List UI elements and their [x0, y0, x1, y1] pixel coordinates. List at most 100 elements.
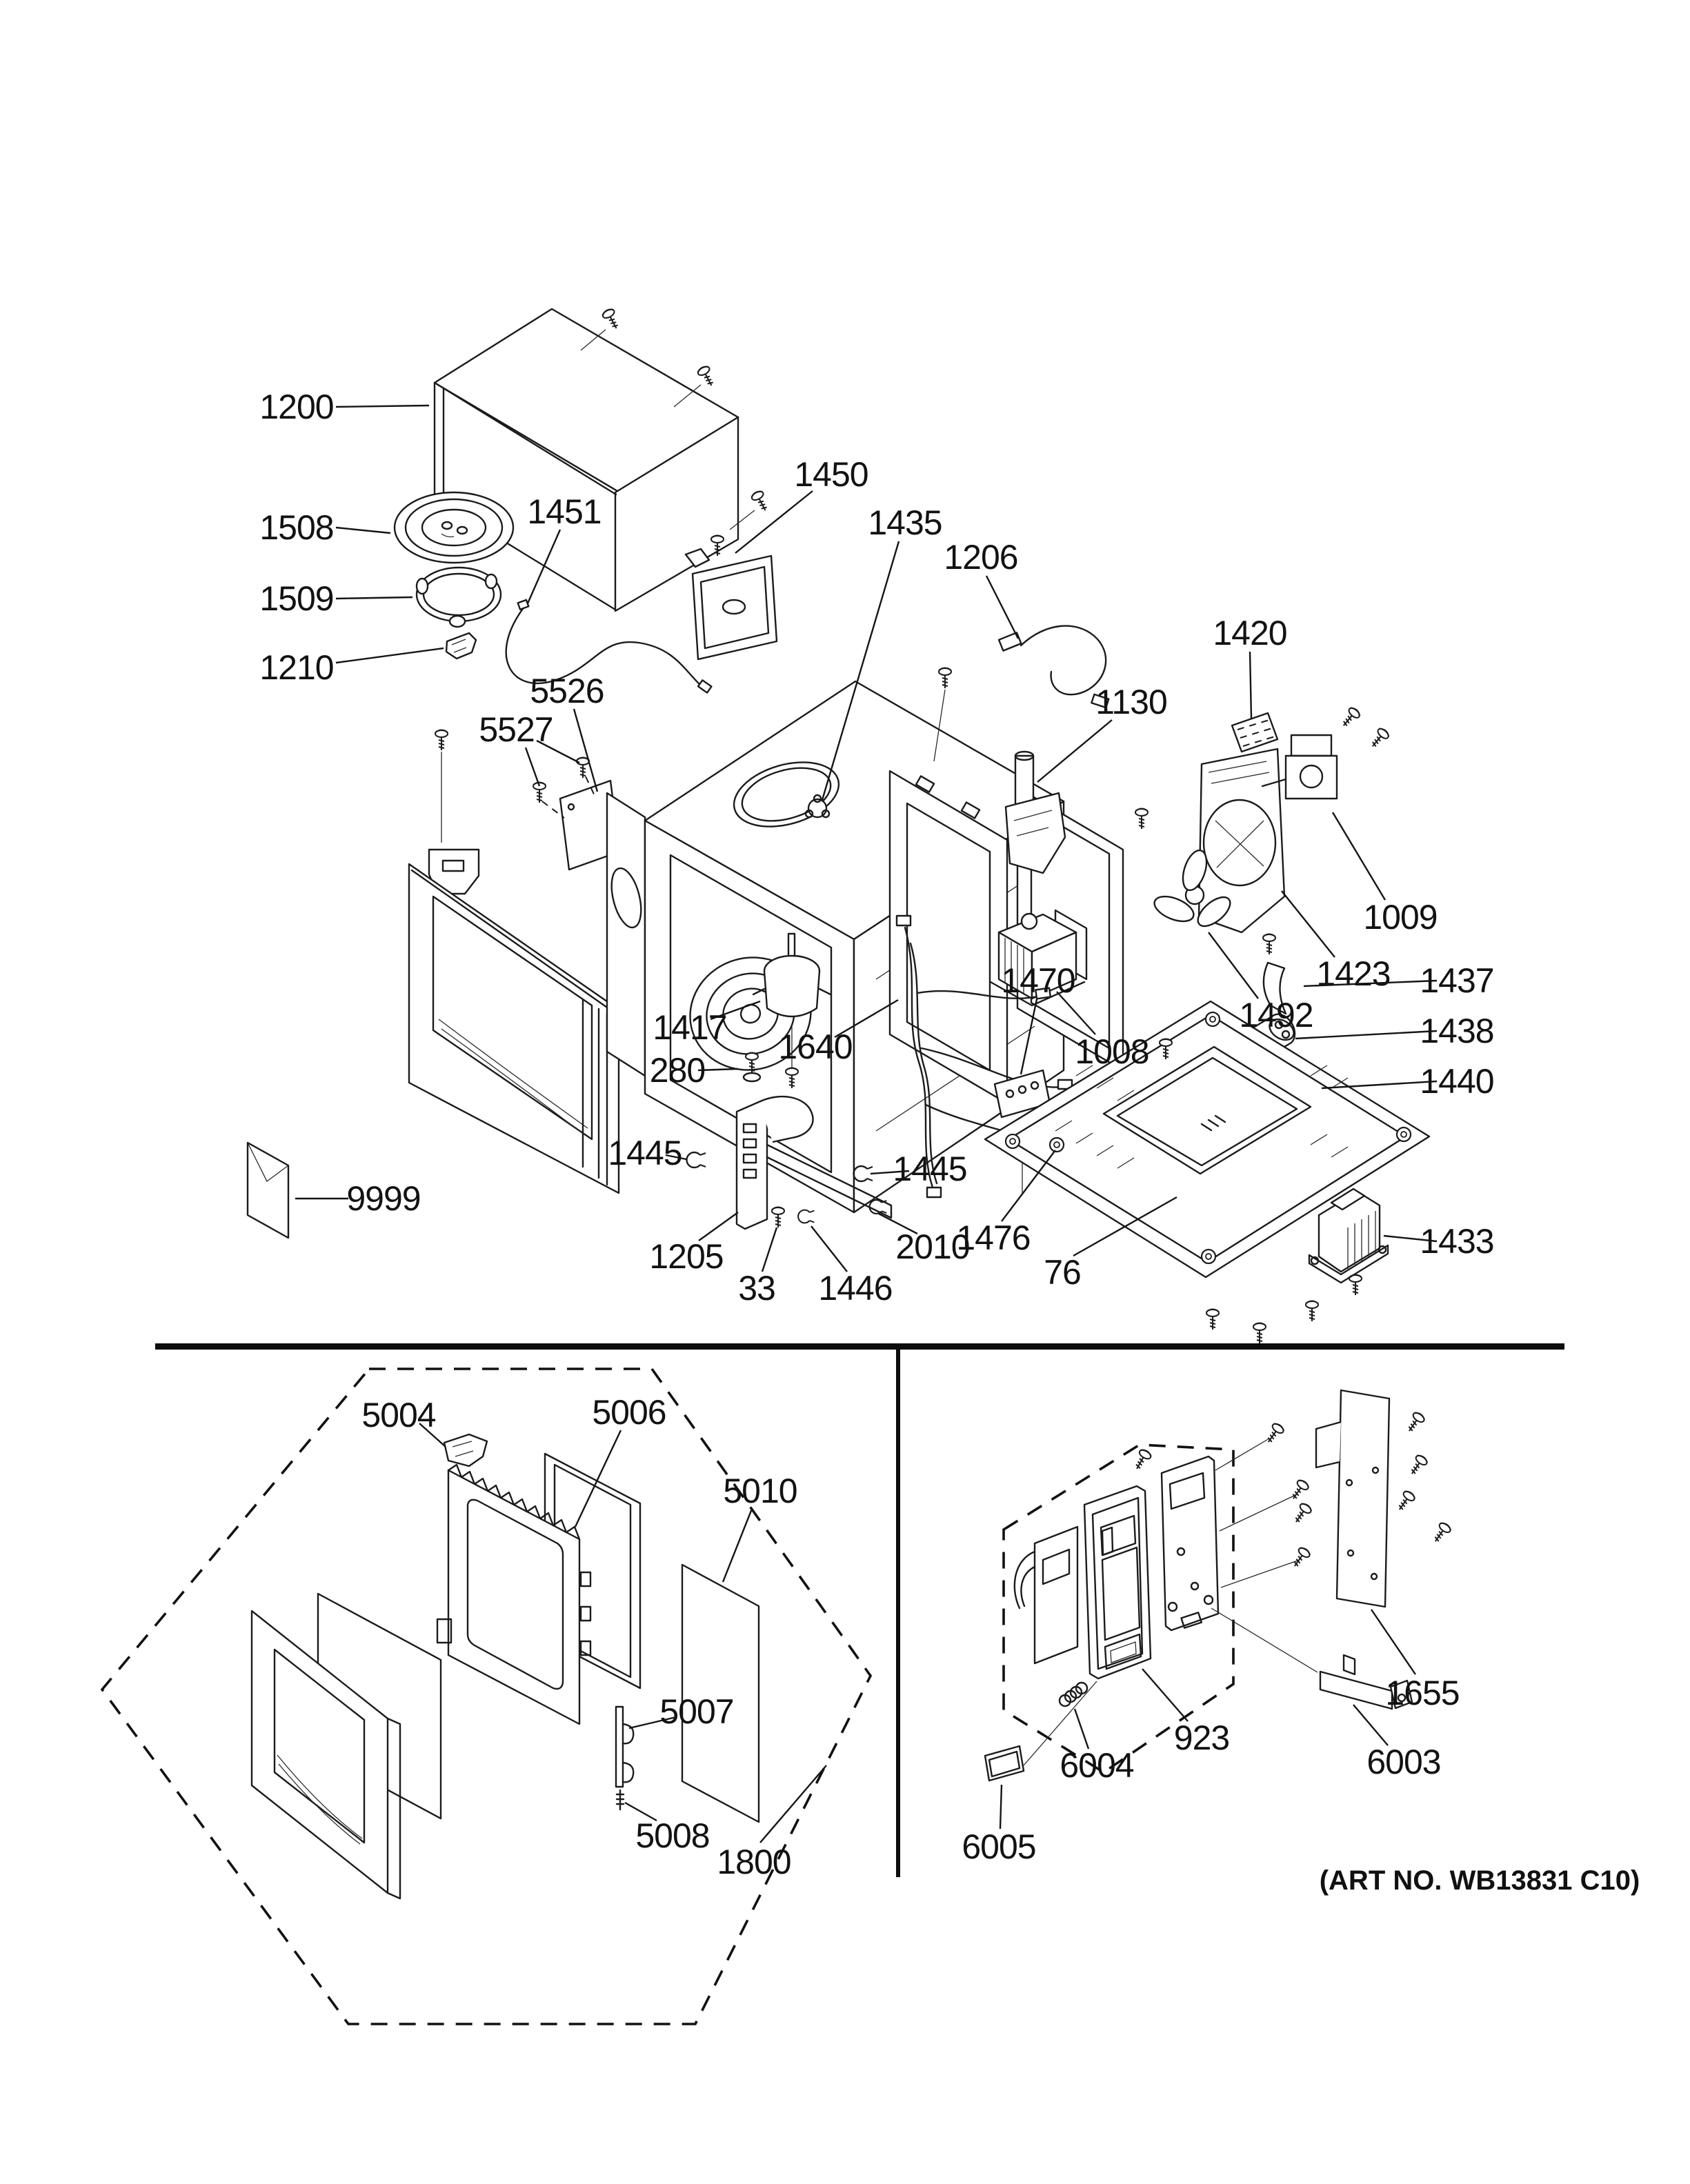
- latch-spring-pin: [615, 1789, 625, 1811]
- callout-1417: 1417: [653, 1008, 726, 1047]
- callout-1009: 1009: [1363, 898, 1437, 936]
- leader-1420: [1249, 651, 1253, 719]
- leader-5008: [624, 1801, 657, 1822]
- callout-5007: 5007: [659, 1692, 733, 1731]
- membrane-keypad: [1013, 1525, 1079, 1665]
- mounting-bracket-1655: [1315, 1389, 1453, 1608]
- leader-1009: [1331, 812, 1386, 901]
- leader-1008: [1056, 991, 1096, 1035]
- roller-ring: [415, 566, 502, 628]
- leader-6004: [1073, 1708, 1090, 1750]
- callout-1200: 1200: [259, 388, 333, 426]
- callout-1640: 1640: [778, 1028, 852, 1066]
- thermostat-plate: [1231, 712, 1279, 753]
- callout-1206: 1206: [944, 538, 1017, 577]
- magnetron: [989, 912, 1086, 1007]
- outer-case: [433, 306, 772, 612]
- leader-1130: [1037, 719, 1113, 783]
- ground-wire: [505, 599, 713, 694]
- leader-1640: [834, 999, 899, 1039]
- leader-5007: [628, 1716, 677, 1730]
- main-assembly-section: [246, 306, 1431, 1344]
- callout-layer: 1200150815091210145114501435120614205526…: [259, 388, 1494, 1881]
- base-plate: [984, 1000, 1431, 1344]
- control-panel-frame: [1083, 1485, 1152, 1680]
- callout-280: 280: [650, 1051, 705, 1090]
- leader-1492: [1208, 932, 1259, 999]
- leader-1210: [335, 647, 444, 664]
- door-latch-body-6003: [1211, 1607, 1413, 1710]
- leader-1450: [735, 490, 813, 554]
- control-panel-section: (ART NO. WB13831 C10): [984, 1389, 1640, 1896]
- leader-5010: [722, 1508, 753, 1583]
- callout-1205: 1205: [649, 1237, 723, 1276]
- door-inner-frame: [436, 1463, 592, 1725]
- case-screw-icon: [600, 306, 623, 332]
- callout-33: 33: [738, 1269, 775, 1308]
- door-assembly-section: [100, 1367, 873, 2025]
- interlock-switch-holder: [1004, 750, 1066, 874]
- callout-1420: 1420: [1213, 614, 1286, 652]
- noise-filter-board: [684, 534, 778, 661]
- callout-6005: 6005: [962, 1827, 1035, 1866]
- callout-1437: 1437: [1420, 961, 1493, 1000]
- leader-1205: [698, 1212, 739, 1241]
- door-choke-sheet: [681, 1563, 760, 1823]
- callout-1435: 1435: [868, 503, 942, 542]
- callout-1423: 1423: [1316, 954, 1390, 993]
- leader-1437: [1303, 979, 1438, 988]
- leader-1423: [1281, 890, 1335, 958]
- callout-1008: 1008: [1075, 1032, 1149, 1071]
- callout-1508: 1508: [259, 508, 333, 547]
- leader-33: [761, 1227, 778, 1272]
- leader-5006: [574, 1430, 622, 1527]
- fan-blade: [1153, 849, 1231, 928]
- leader-5004: [419, 1423, 446, 1447]
- leader-76: [1073, 1196, 1177, 1257]
- callout-1440: 1440: [1420, 1062, 1493, 1101]
- latch-button-6005: [984, 1745, 1025, 1782]
- turntable-coupler: [804, 794, 831, 819]
- callout-2010: 2010: [895, 1228, 969, 1266]
- leader-1433: [1383, 1234, 1438, 1243]
- leader-2010: [878, 1212, 918, 1235]
- literature-envelope: [246, 1141, 290, 1239]
- leader-1509: [335, 596, 413, 600]
- art-number: (ART NO. WB13831 C10): [1320, 1865, 1640, 1896]
- fan-motor: [1261, 705, 1391, 800]
- callout-6003: 6003: [1366, 1743, 1440, 1781]
- leader-5527: [524, 747, 541, 787]
- callout-1445: 1445: [608, 1134, 682, 1172]
- door-latch-lever: [443, 1433, 488, 1467]
- callout-6004: 6004: [1060, 1746, 1133, 1785]
- leader-1440: [1321, 1080, 1438, 1090]
- callout-1476: 1476: [956, 1219, 1030, 1257]
- stirrer-bracket: [428, 632, 480, 895]
- callout-1210: 1210: [259, 648, 333, 687]
- leader-1451: [526, 529, 561, 604]
- leader-1508: [335, 526, 391, 534]
- sensor-cable: [997, 625, 1110, 709]
- leader-1445: [665, 1154, 687, 1161]
- callout-9999: 9999: [346, 1179, 420, 1218]
- callout-1655: 1655: [1385, 1674, 1459, 1712]
- transformer: [1308, 1188, 1389, 1284]
- callout-1509: 1509: [259, 579, 333, 618]
- leader-1438: [1295, 1030, 1438, 1040]
- callout-5527: 5527: [479, 710, 553, 749]
- latch-board-bracket: [686, 1052, 893, 1230]
- leader-1200: [335, 404, 430, 408]
- callout-1446: 1446: [818, 1269, 892, 1308]
- leader-923: [1142, 1668, 1189, 1722]
- callout-1800: 1800: [717, 1843, 791, 1881]
- leader-280: [697, 1068, 739, 1072]
- leader-1417: [710, 1000, 761, 1021]
- callout-923: 923: [1174, 1719, 1229, 1757]
- leader-1206: [985, 575, 1020, 639]
- latch-spring-6004: [1023, 1681, 1097, 1766]
- callout-1451: 1451: [527, 492, 601, 531]
- door-outer-panel: [250, 1610, 401, 1900]
- waveguide-cover: [533, 757, 621, 871]
- leader-1445: [870, 1170, 910, 1175]
